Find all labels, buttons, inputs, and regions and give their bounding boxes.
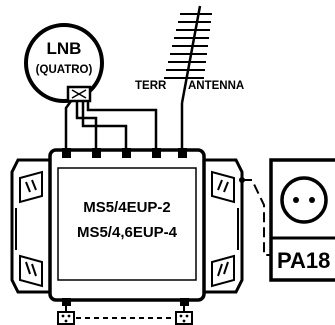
multiswitch-input-connectors [62, 148, 187, 158]
lnb-title: LNB [47, 39, 82, 58]
cable-bundle [64, 100, 184, 152]
terrestrial-antenna-icon [164, 5, 212, 104]
outlet-left-icon [57, 311, 75, 325]
bottom-outlets [57, 306, 193, 325]
antenna-label-terr: TERR [135, 80, 167, 92]
power-adapter-label: PA18 [277, 248, 330, 273]
left-grip-marks [15, 170, 43, 288]
power-socket-icon [280, 176, 328, 224]
lnb-circle [24, 23, 104, 103]
multiswitch-model-line2: MS5/4,6EUP-4 [77, 224, 178, 241]
antenna-label-antenna: ANTENNA [188, 80, 244, 92]
power-cable [242, 179, 272, 256]
multiswitch-body: MS5/4EUP-2 MS5/4,6EUP-4 [10, 148, 244, 306]
lnb-subtitle: (QUATRO) [36, 64, 93, 76]
multiswitch-output-connectors [62, 298, 189, 306]
outlet-right-icon [175, 311, 193, 325]
multiswitch-model-line1: MS5/4EUP-2 [83, 199, 171, 216]
power-adapter: PA18 [269, 158, 335, 282]
right-grip-marks [211, 170, 239, 288]
lnb-dish: LNB (QUATRO) [24, 23, 104, 103]
